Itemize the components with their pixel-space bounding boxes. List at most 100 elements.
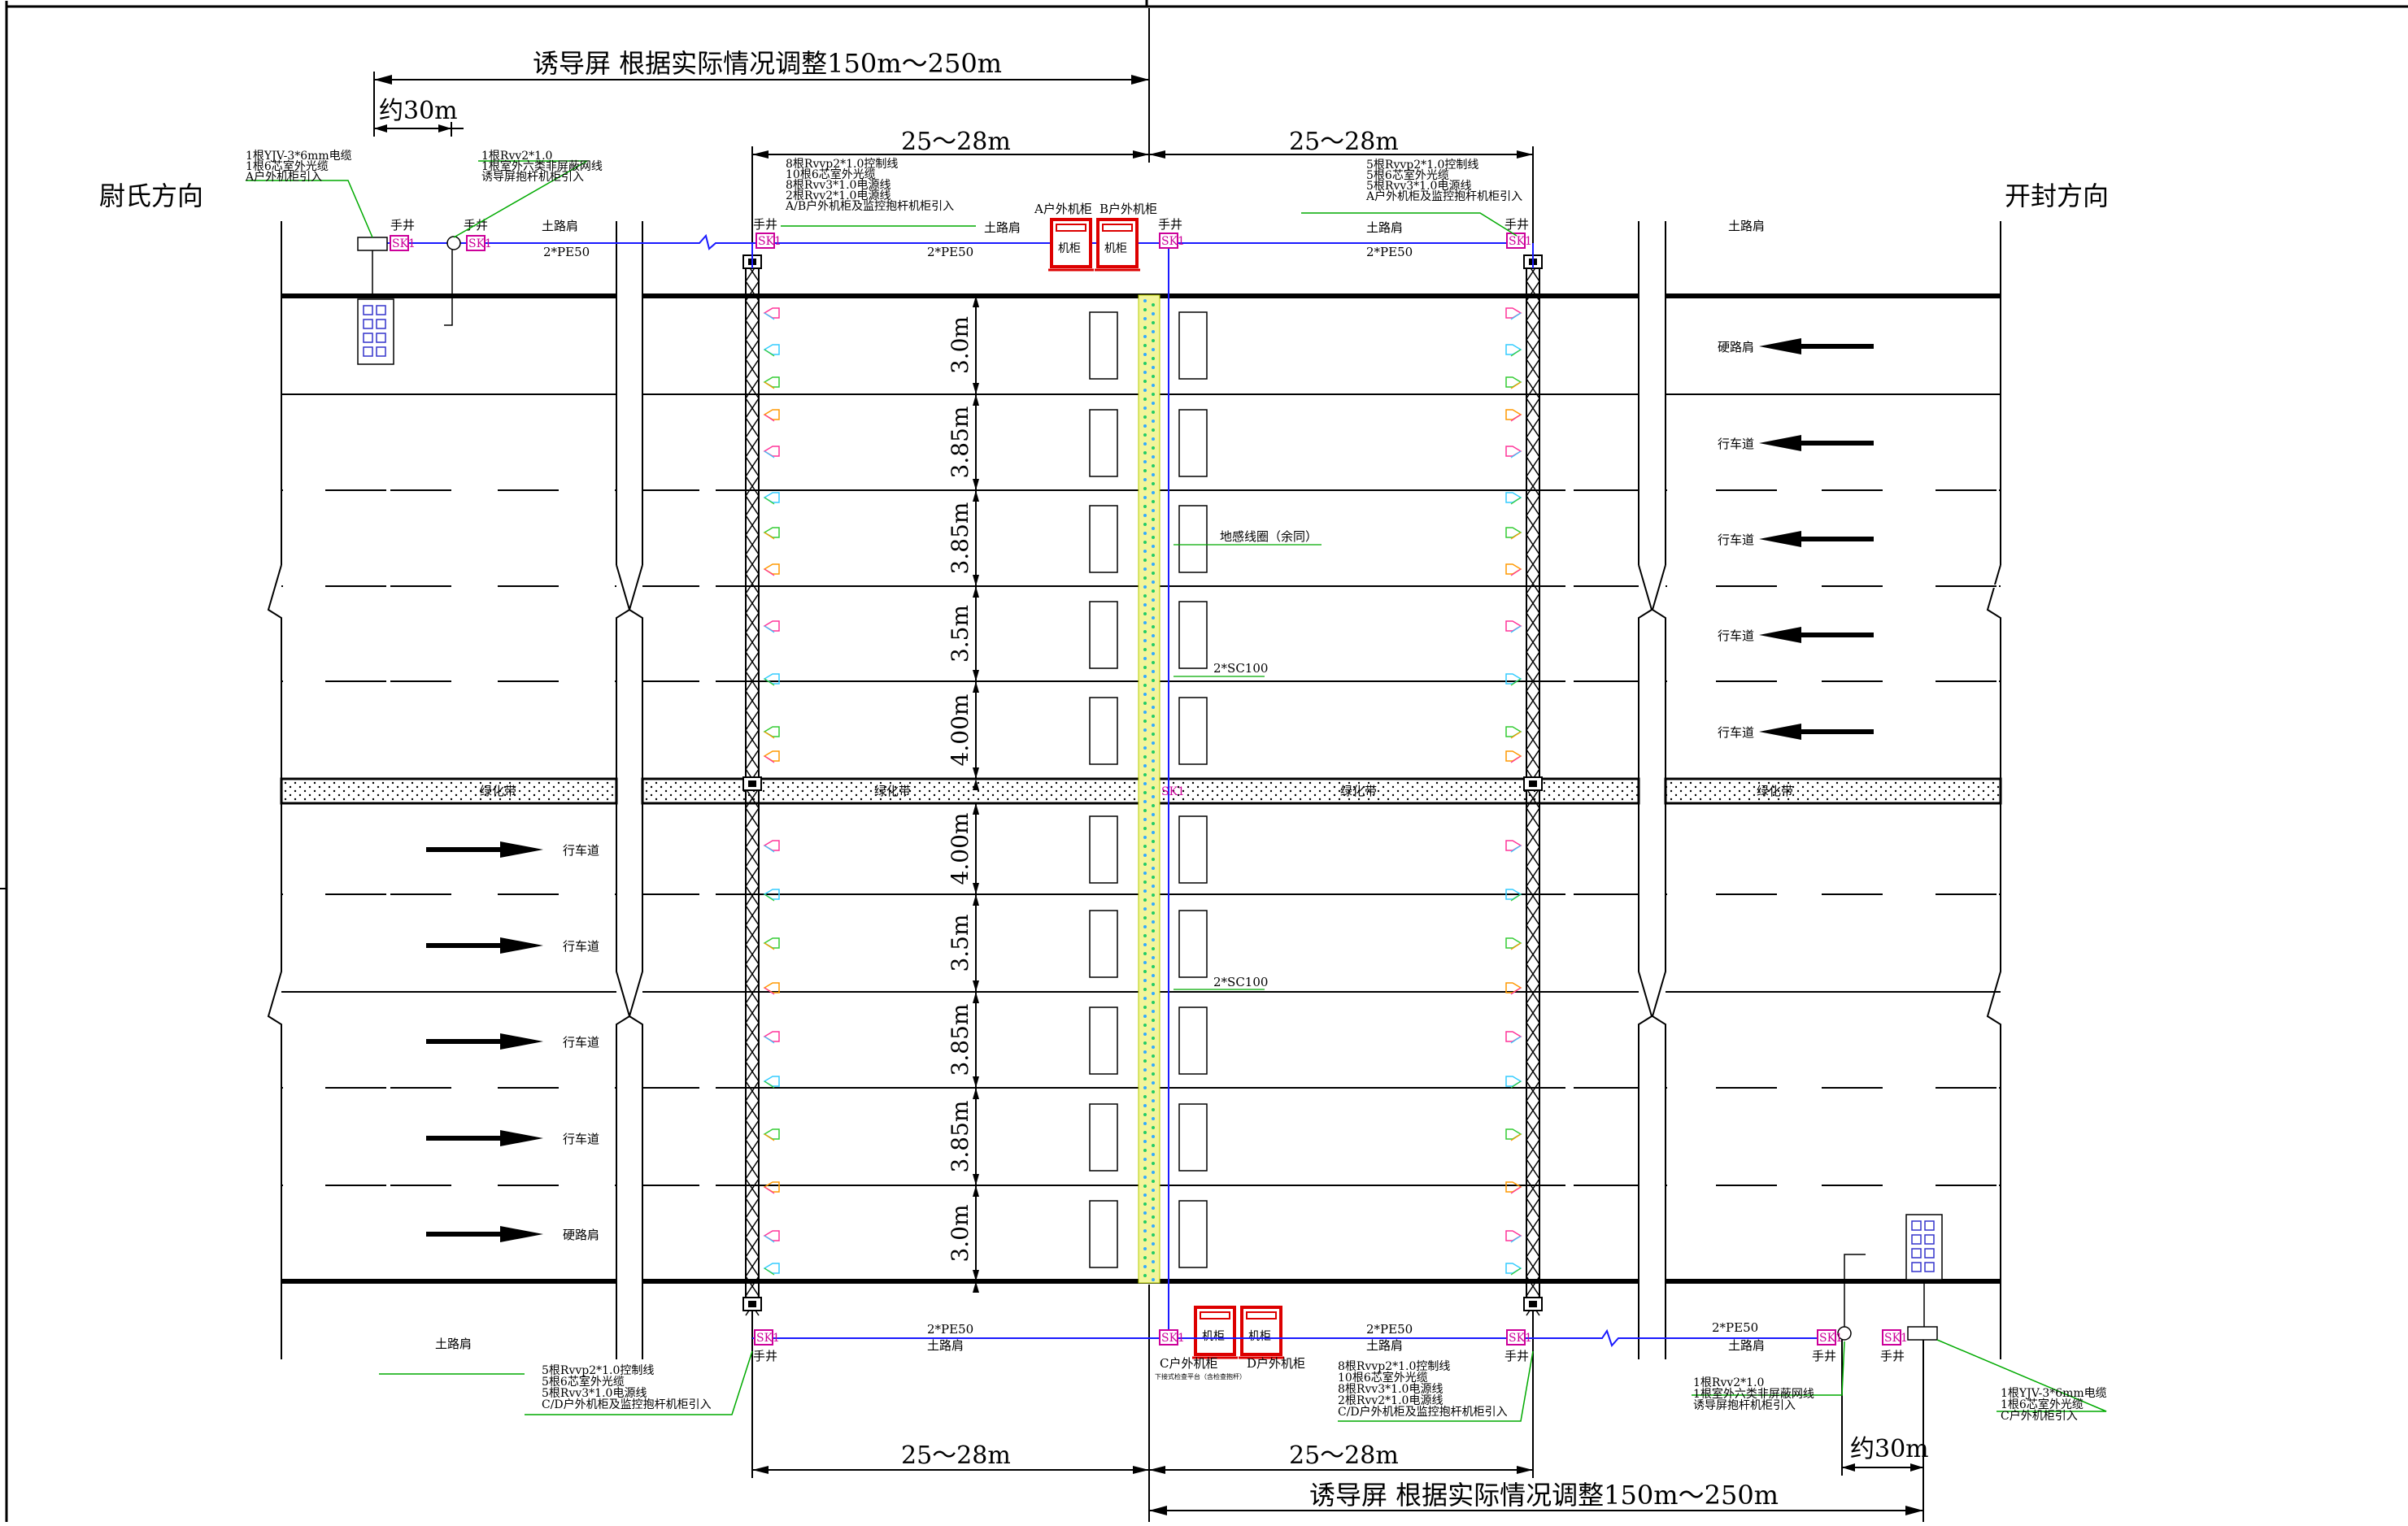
vdim-arrowhead [973,1088,979,1099]
loop-dot [1152,1028,1155,1031]
truss-brace [1526,1159,1540,1180]
loop-dot [1152,1063,1155,1067]
camera-mount [1510,349,1522,357]
loop-label: 地感线圈（余同） [1220,529,1317,544]
arrow-right [426,1130,543,1146]
loop-dot [1143,433,1147,437]
camera-mount [764,625,775,633]
loop-dot [1152,1251,1155,1254]
loop-dot [1143,1274,1147,1277]
booth-right [1178,505,1208,573]
top-handwells [390,233,1526,251]
truss-base-inner [748,780,756,787]
truss-brace [1526,827,1540,848]
truss-brace [745,1100,760,1121]
loop-dot [1143,800,1147,803]
booth-left [1089,505,1118,573]
loop-dot [1152,339,1155,342]
truss-brace [1526,300,1540,321]
camera-mount [764,312,775,320]
about-30m-top: 约30m [379,97,458,125]
top-dirt-shoulder-far-right: 土路肩 [1728,219,1765,233]
screen-cell [1924,1220,1935,1231]
handwell-label-top-4: 手井 [1158,217,1182,232]
arrow-left [1759,627,1874,643]
loop-dot [1143,693,1147,696]
loop-dot [1143,1265,1147,1268]
truss-brace [745,398,760,419]
bottom-cable-route [752,1328,1822,1347]
loop-dot [1143,1086,1147,1089]
loop-dot [1152,607,1155,611]
camera-mount [1510,625,1522,633]
vdim-arrowhead [973,479,979,490]
truss-brace [745,554,760,575]
loop-dot [1143,335,1147,338]
lane-camera-icon [763,673,780,685]
truss-brace [745,1139,760,1160]
loop-dot [1152,992,1155,995]
truss-brace [745,359,760,380]
bottom-dirt-shoulder-right: 土路肩 [1366,1338,1403,1353]
truss-brace [1526,690,1540,711]
screen-cell [363,305,373,315]
note-top-mid: 10根6芯室外光缆 [786,167,876,181]
loop-dot [1152,938,1155,941]
screen-cell [376,346,386,357]
loop-dot [1152,840,1155,843]
direction-left-label: 尉氏方向 [99,180,203,211]
loop-dot [1152,715,1155,718]
lane-camera-icon [1505,527,1522,538]
loop-dot [1152,947,1155,950]
vdim-arrowhead [973,992,979,1003]
loop-dot [1143,827,1147,830]
loop-dot [1152,1108,1155,1111]
camera-mount [764,381,775,389]
arrow-left [1759,338,1874,354]
truss-brace [745,632,760,653]
loop-dot [1143,1176,1147,1179]
vdim-arrowhead [973,803,979,815]
truss-brace [745,1217,760,1238]
loop-dot [1143,1238,1147,1241]
camera-mount [1510,497,1522,505]
loop-dot [1143,934,1147,937]
loop-dot [1152,741,1155,745]
loop-dot [1143,1211,1147,1215]
camera-mount [1510,893,1522,902]
camera-mount [1510,845,1522,853]
handwell-sk1-bottom-5 [1882,1329,1901,1346]
loop-dot [1143,872,1147,875]
loop-dot [1143,308,1147,311]
loop-dot [1143,889,1147,893]
cable-notes: 1根YJV-3*6mm电缆1根6芯室外光缆A户外机柜引入1根Rvv2*1.01根… [245,150,2107,1423]
bottom-right-equipment [1837,1214,1943,1341]
loop-dot [1143,389,1147,392]
loop-dot [1152,1242,1155,1246]
loop-dot [1152,518,1155,521]
note-top-right: 5根Rvv3*1.0电源线 [1366,180,1471,193]
loop-dot [1143,567,1147,571]
loop-dot [1152,965,1155,968]
sk1-tag-top-3: SK1 [758,235,782,248]
note-bottom-left: 5根Rvvp2*1.0控制线 [542,1364,654,1377]
loop-dot [1143,1256,1147,1259]
lane-label-left: 硬路肩 [563,1228,599,1242]
note-bottom-right-b: C户外机柜引入 [2001,1409,2078,1423]
camera-mount [764,568,775,576]
loop-dot [1152,536,1155,539]
top-pe50-right: 2*PE50 [1366,245,1413,259]
lane-label-right: 行车道 [1718,533,1754,547]
truss-base-inner [748,1301,756,1307]
camera-mount [764,1133,775,1141]
vdim-arrowhead [973,383,979,394]
loop-dot [1143,1041,1147,1045]
handwell-sk1-bottom-1 [754,1329,773,1346]
lane-width-label: 4.00m [947,813,973,885]
loop-dot [1143,1104,1147,1107]
loop-dot [1152,1260,1155,1263]
sk1-tag-top-2: SK1 [468,237,492,250]
lane-camera-icon [763,1181,780,1193]
cabinet-d-label: D户外机柜 [1247,1356,1305,1371]
